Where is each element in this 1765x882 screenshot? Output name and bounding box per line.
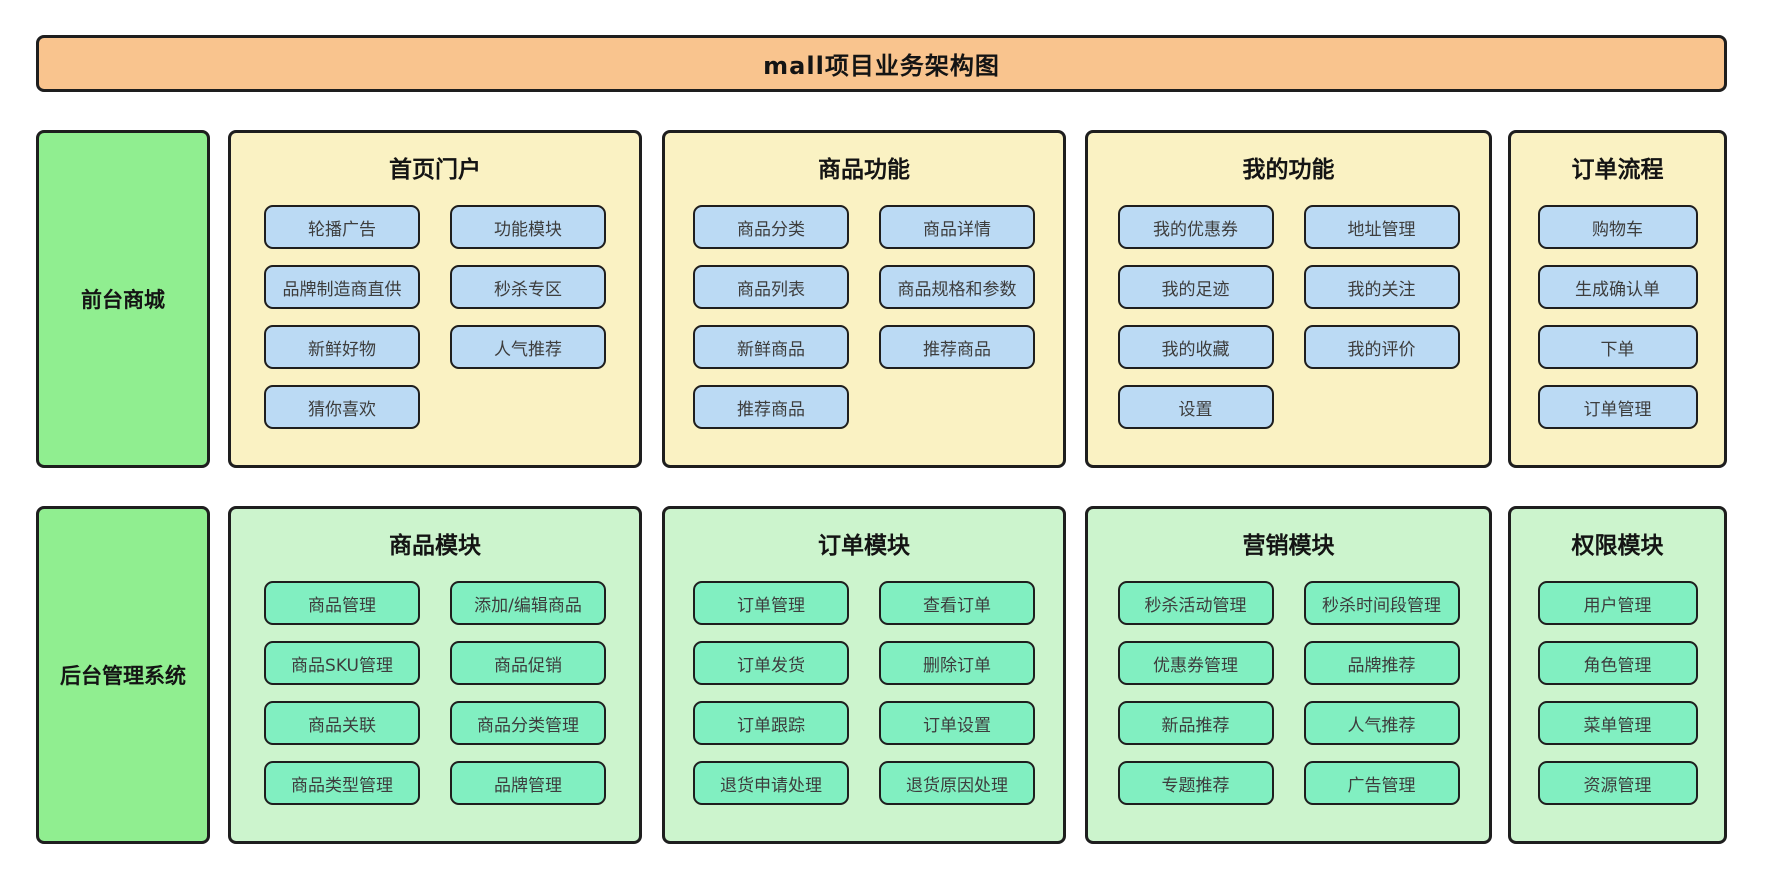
- panel-my-features: 我的功能 我的优惠券 地址管理 我的足迹 我的关注 我的收藏 我的评价 设置: [1085, 130, 1492, 468]
- node-flash-sale-timeslot-management: 秒杀时间段管理: [1303, 581, 1460, 625]
- row-label-backend-admin: 后台管理系统: [36, 506, 210, 844]
- row-label-frontend-mall: 前台商城: [36, 130, 210, 468]
- node-role-management: 角色管理: [1537, 641, 1698, 685]
- node-coupon-management: 优惠券管理: [1117, 641, 1274, 685]
- node-product-detail: 商品详情: [879, 205, 1035, 249]
- node-ad-management: 广告管理: [1303, 761, 1460, 805]
- node-product-category-management: 商品分类管理: [450, 701, 606, 745]
- row-label-text: 前台商城: [81, 288, 165, 312]
- panel-title-product-module: 商品模块: [389, 533, 481, 559]
- diagram-title-banner: mall项目业务架构图: [36, 35, 1727, 92]
- panel-title-home-portal: 首页门户: [389, 157, 481, 183]
- node-product-category: 商品分类: [693, 205, 849, 249]
- node-place-order: 下单: [1537, 325, 1698, 369]
- node-product-sku-management: 商品SKU管理: [264, 641, 420, 685]
- node-shopping-cart: 购物车: [1537, 205, 1698, 249]
- node-my-reviews: 我的评价: [1303, 325, 1460, 369]
- panel-permission-module: 权限模块 用户管理 角色管理 菜单管理 资源管理: [1508, 506, 1727, 844]
- button-grid: 购物车 生成确认单 下单 订单管理: [1537, 205, 1698, 429]
- node-topic-recommend: 专题推荐: [1117, 761, 1274, 805]
- node-recommended-products: 推荐商品: [879, 325, 1035, 369]
- panel-title-marketing-module: 营销模块: [1242, 533, 1335, 559]
- node-generate-confirm-order: 生成确认单: [1537, 265, 1698, 309]
- node-delete-order: 删除订单: [879, 641, 1035, 685]
- panel-title-permission-module: 权限模块: [1571, 533, 1664, 559]
- node-flash-sale-zone: 秒杀专区: [450, 265, 606, 309]
- node-product-type-management: 商品类型管理: [264, 761, 420, 805]
- node-product-relation: 商品关联: [264, 701, 420, 745]
- node-brand-recommend: 品牌推荐: [1303, 641, 1460, 685]
- node-order-management-admin: 订单管理: [693, 581, 849, 625]
- node-guess-you-like: 猜你喜欢: [264, 385, 420, 429]
- diagram-title: mall项目业务架构图: [763, 52, 1000, 80]
- node-product-management: 商品管理: [264, 581, 420, 625]
- panel-product-module: 商品模块 商品管理 添加/编辑商品 商品SKU管理 商品促销 商品关联 商品分类…: [228, 506, 642, 844]
- node-new-products: 新鲜商品: [693, 325, 849, 369]
- node-order-tracking: 订单跟踪: [693, 701, 849, 745]
- node-my-favorites: 我的收藏: [1117, 325, 1274, 369]
- node-my-footprints: 我的足迹: [1117, 265, 1274, 309]
- node-order-settings: 订单设置: [879, 701, 1035, 745]
- node-brand-management: 品牌管理: [450, 761, 606, 805]
- panel-order-module: 订单模块 订单管理 查看订单 订单发货 删除订单 订单跟踪 订单设置 退货申请处…: [662, 506, 1066, 844]
- node-menu-management: 菜单管理: [1537, 701, 1698, 745]
- panel-product-features: 商品功能 商品分类 商品详情 商品列表 商品规格和参数 新鲜商品 推荐商品 推荐…: [662, 130, 1066, 468]
- button-grid: 商品分类 商品详情 商品列表 商品规格和参数 新鲜商品 推荐商品 推荐商品: [693, 205, 1035, 429]
- panel-title-my-features: 我的功能: [1242, 157, 1335, 183]
- node-new-product-recommend: 新品推荐: [1117, 701, 1274, 745]
- button-grid: 秒杀活动管理 秒杀时间段管理 优惠券管理 品牌推荐 新品推荐 人气推荐 专题推荐…: [1117, 581, 1460, 805]
- node-feature-modules: 功能模块: [450, 205, 606, 249]
- panel-marketing-module: 营销模块 秒杀活动管理 秒杀时间段管理 优惠券管理 品牌推荐 新品推荐 人气推荐…: [1085, 506, 1492, 844]
- node-brand-direct-supply: 品牌制造商直供: [264, 265, 420, 309]
- panel-title-order-flow: 订单流程: [1571, 157, 1664, 183]
- node-my-coupons: 我的优惠券: [1117, 205, 1274, 249]
- node-product-promotion: 商品促销: [450, 641, 606, 685]
- node-recommended-products-2: 推荐商品: [693, 385, 849, 429]
- node-address-management: 地址管理: [1303, 205, 1460, 249]
- node-carousel-ads: 轮播广告: [264, 205, 420, 249]
- node-flash-sale-activity-management: 秒杀活动管理: [1117, 581, 1274, 625]
- node-my-follows: 我的关注: [1303, 265, 1460, 309]
- node-settings: 设置: [1117, 385, 1274, 429]
- button-grid: 订单管理 查看订单 订单发货 删除订单 订单跟踪 订单设置 退货申请处理 退货原…: [693, 581, 1035, 805]
- node-popularity-recommend-admin: 人气推荐: [1303, 701, 1460, 745]
- button-grid: 轮播广告 功能模块 品牌制造商直供 秒杀专区 新鲜好物 人气推荐 猜你喜欢: [264, 205, 606, 429]
- button-grid: 商品管理 添加/编辑商品 商品SKU管理 商品促销 商品关联 商品分类管理 商品…: [264, 581, 606, 805]
- node-user-management: 用户管理: [1537, 581, 1698, 625]
- button-grid: 用户管理 角色管理 菜单管理 资源管理: [1537, 581, 1698, 805]
- node-order-shipping: 订单发货: [693, 641, 849, 685]
- panel-home-portal: 首页门户 轮播广告 功能模块 品牌制造商直供 秒杀专区 新鲜好物 人气推荐 猜你…: [228, 130, 642, 468]
- node-product-list: 商品列表: [693, 265, 849, 309]
- node-product-specs-params: 商品规格和参数: [879, 265, 1035, 309]
- node-fresh-goods: 新鲜好物: [264, 325, 420, 369]
- row-label-text: 后台管理系统: [60, 664, 186, 688]
- button-grid: 我的优惠券 地址管理 我的足迹 我的关注 我的收藏 我的评价 设置: [1117, 205, 1460, 429]
- panel-title-product-features: 商品功能: [818, 157, 910, 183]
- panel-order-flow: 订单流程 购物车 生成确认单 下单 订单管理: [1508, 130, 1727, 468]
- node-popularity-recommend: 人气推荐: [450, 325, 606, 369]
- node-resource-management: 资源管理: [1537, 761, 1698, 805]
- panel-title-order-module: 订单模块: [818, 533, 910, 559]
- node-add-edit-product: 添加/编辑商品: [450, 581, 606, 625]
- node-return-request-handling: 退货申请处理: [693, 761, 849, 805]
- node-view-order: 查看订单: [879, 581, 1035, 625]
- node-order-management: 订单管理: [1537, 385, 1698, 429]
- node-return-reason-handling: 退货原因处理: [879, 761, 1035, 805]
